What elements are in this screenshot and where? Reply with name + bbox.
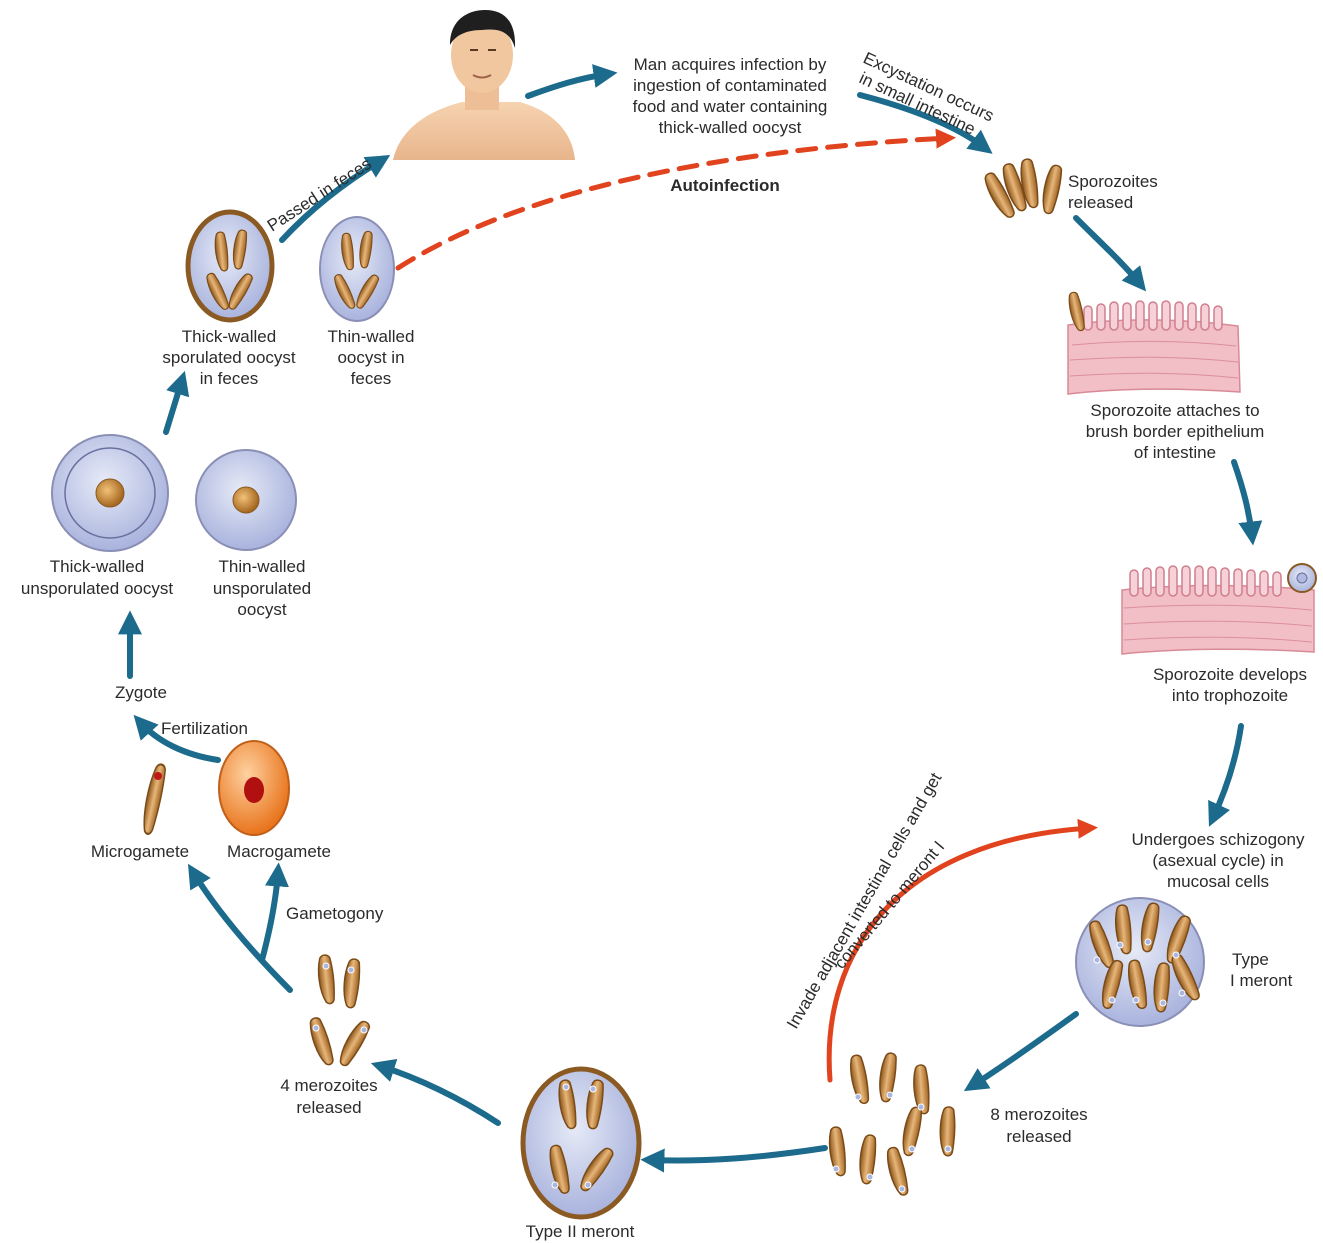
thick-walled-unsporulated-oocyst-label: Thick-walled unsporulated oocyst — [21, 557, 173, 598]
arrow-attach-to-trophozoite — [1231, 459, 1263, 546]
svg-text:released: released — [1068, 193, 1133, 212]
macrogamete-icon — [218, 740, 290, 836]
type-2-meront-icon — [520, 1066, 642, 1220]
fertilization-label: Fertilization — [161, 719, 248, 738]
eight-merozoites-icon — [826, 1051, 957, 1198]
arrow-man-to-ingestion — [525, 64, 618, 99]
arrow-fertilization-to-zygote — [133, 714, 221, 763]
four-merozoites-label: 4 merozoites released — [280, 1076, 377, 1117]
svg-text:Thick-walled: Thick-walled — [182, 327, 276, 346]
arrow-autoinfection — [395, 128, 956, 271]
thick-walled-sporulated-oocyst-label: Thick-walled sporulated oocyst in feces — [162, 327, 296, 388]
brush-border-epithelium-icon — [1066, 290, 1241, 395]
svg-text:8 merozoites: 8 merozoites — [990, 1105, 1087, 1124]
thick-walled-unsporulated-oocyst-icon — [51, 434, 169, 552]
microgamete-label: Microgamete — [91, 842, 189, 861]
arrow-meront1-to-8-merozoites — [963, 1011, 1079, 1092]
svg-text:released: released — [296, 1098, 361, 1117]
svg-text:oocyst: oocyst — [237, 600, 286, 619]
type-2-meront-label: Type II meront — [526, 1222, 635, 1241]
arrow-unsporulated-to-sporulated — [163, 370, 190, 435]
excystation-label: Excystation occurs in small intestine — [856, 48, 996, 138]
thin-walled-oocyst-in-feces-icon — [319, 216, 395, 322]
svg-text:mucosal cells: mucosal cells — [1167, 872, 1269, 891]
trophozoite-epithelium-icon — [1121, 563, 1317, 655]
arrow-passed-in-feces — [279, 155, 391, 243]
type-1-meront-label: Type I meront — [1230, 950, 1293, 990]
svg-text:released: released — [1006, 1127, 1071, 1146]
autoinfection-label: Autoinfection — [670, 176, 780, 195]
svg-text:into trophozoite: into trophozoite — [1172, 686, 1288, 705]
ingestion-label: Man acquires infection by ingestion of c… — [633, 55, 828, 137]
macrogamete-label: Macrogamete — [227, 842, 331, 861]
svg-text:thick-walled oocyst: thick-walled oocyst — [659, 118, 802, 137]
svg-text:Thick-walled: Thick-walled — [50, 557, 144, 576]
svg-text:feces: feces — [351, 369, 392, 388]
svg-text:of intestine: of intestine — [1134, 443, 1216, 462]
arrow-gametogony-to-microgamete — [187, 863, 293, 993]
arrow-type2-to-4-merozoites — [370, 1058, 501, 1126]
svg-text:unsporulated: unsporulated — [213, 579, 311, 598]
sporozoites-released-icon — [980, 157, 1065, 222]
arrow-excystation — [857, 92, 993, 154]
svg-text:(asexual cycle) in: (asexual cycle) in — [1152, 851, 1283, 870]
svg-text:brush border epithelium: brush border epithelium — [1086, 422, 1265, 441]
thick-walled-sporulated-oocyst-icon — [185, 209, 275, 323]
microgamete-icon — [138, 761, 169, 837]
svg-text:Sporozoite develops: Sporozoite develops — [1153, 665, 1307, 684]
svg-text:I meront: I meront — [1230, 971, 1293, 990]
trophozoite-label: Sporozoite develops into trophozoite — [1153, 665, 1307, 705]
svg-text:oocyst in: oocyst in — [337, 348, 404, 367]
svg-text:food and water containing: food and water containing — [633, 97, 828, 116]
svg-text:Thin-walled: Thin-walled — [328, 327, 415, 346]
arrow-invade-meront1 — [826, 818, 1098, 1083]
sporozoites-released-label: Sporozoites released — [1068, 172, 1158, 212]
brush-border-attach-label: Sporozoite attaches to brush border epit… — [1086, 401, 1265, 462]
svg-text:unsporulated oocyst: unsporulated oocyst — [21, 579, 173, 598]
eight-merozoites-label: 8 merozoites released — [990, 1105, 1087, 1146]
svg-text:Sporozoites: Sporozoites — [1068, 172, 1158, 191]
arrow-gametogony-to-macrogamete — [259, 862, 289, 963]
type-1-meront-icon — [1075, 897, 1205, 1027]
thin-walled-unsporulated-oocyst-icon — [195, 449, 297, 551]
thin-walled-unsporulated-oocyst-label: Thin-walled unsporulated oocyst — [213, 557, 311, 619]
svg-text:Thin-walled: Thin-walled — [219, 557, 306, 576]
svg-text:in feces: in feces — [200, 369, 259, 388]
human-figure — [393, 10, 575, 160]
schizogony-label: Undergoes schizogony (asexual cycle) in … — [1132, 830, 1305, 891]
svg-text:Sporozoite attaches to: Sporozoite attaches to — [1090, 401, 1259, 420]
thin-walled-oocyst-in-feces-label: Thin-walled oocyst in feces — [328, 327, 415, 388]
svg-text:Undergoes schizogony: Undergoes schizogony — [1132, 830, 1305, 849]
invade-label: Invade adjacent intestinal cells and get… — [783, 769, 948, 1032]
svg-text:sporulated oocyst: sporulated oocyst — [162, 348, 296, 367]
svg-text:Type: Type — [1232, 950, 1269, 969]
arrow-sporozoites-to-brush-border — [1073, 215, 1147, 292]
svg-text:ingestion of contaminated: ingestion of contaminated — [633, 76, 827, 95]
svg-text:Invade adjacent intestinal cel: Invade adjacent intestinal cells and get — [783, 769, 946, 1032]
gametogony-label: Gametogony — [286, 904, 384, 923]
arrow-trophozoite-to-schizogony — [1208, 723, 1244, 827]
svg-text:Man acquires infection by: Man acquires infection by — [634, 55, 827, 74]
svg-text:4 merozoites: 4 merozoites — [280, 1076, 377, 1095]
arrow-8-merozoites-to-type2 — [640, 1145, 828, 1173]
zygote-label: Zygote — [115, 683, 167, 702]
four-merozoites-icon — [306, 953, 373, 1069]
